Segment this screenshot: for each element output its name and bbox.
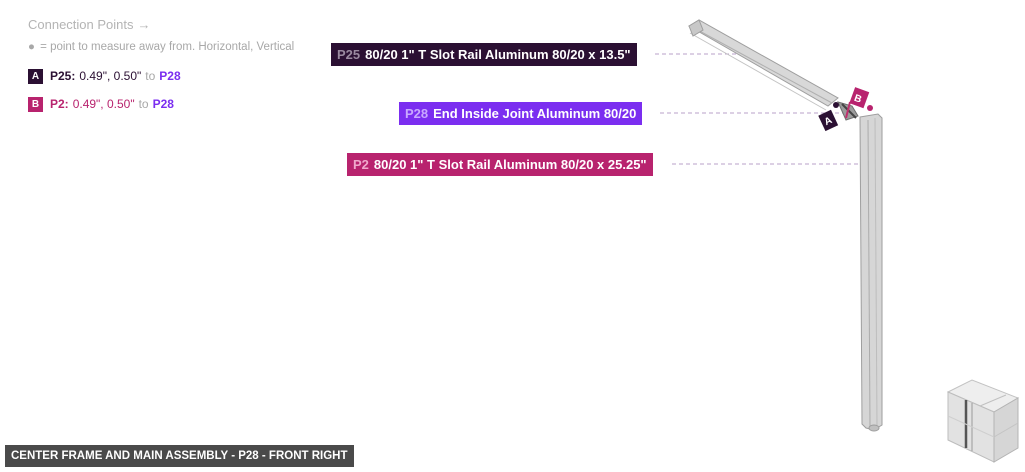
connection-marker-b[interactable]: B [849, 87, 873, 111]
connection-part: P2: [50, 97, 69, 111]
part-id: P28 [405, 106, 429, 121]
connection-row-a[interactable]: A P25: 0.49", 0.50" to P28 [28, 68, 181, 84]
marker-b-letter: B [853, 93, 864, 106]
assembly-step-label: CENTER FRAME AND MAIN ASSEMBLY - P28 - F… [5, 445, 354, 467]
part-label-p25[interactable]: P25 80/20 1" T Slot Rail Aluminum 80/20 … [331, 43, 637, 66]
connection-target: P28 [152, 97, 174, 111]
part-name: 80/20 1" T Slot Rail Aluminum 80/20 x 13… [365, 47, 631, 62]
connection-points-title-text: Connection Points [28, 17, 134, 32]
part-name: End Inside Joint Aluminum 80/20 [433, 106, 637, 121]
view-cube-icon[interactable] [946, 379, 1020, 463]
connection-target: P28 [159, 69, 181, 83]
badge-a: A [28, 68, 43, 84]
rail-p25[interactable] [688, 19, 839, 111]
connection-points-note-text: = point to measure away from. Horizontal… [40, 41, 295, 53]
connection-points-title[interactable]: Connection Points→ [28, 17, 151, 32]
connection-values: 0.49", 0.50" [79, 69, 142, 83]
connection-row-b[interactable]: B P2: 0.49", 0.50" to P28 [28, 96, 174, 112]
part-label-p2[interactable]: P2 80/20 1" T Slot Rail Aluminum 80/20 x… [347, 153, 653, 176]
part-id: P2 [353, 157, 369, 172]
dot-icon [833, 102, 839, 108]
dot-icon [867, 105, 873, 111]
part-label-p28[interactable]: P28 End Inside Joint Aluminum 80/20 [399, 102, 643, 125]
dot-icon: ● [28, 41, 35, 53]
connection-points-note: ● = point to measure away from. Horizont… [28, 41, 294, 53]
connection-values: 0.49", 0.50" [72, 97, 135, 111]
joint-p28[interactable] [837, 101, 859, 121]
marker-a-letter: A [823, 115, 834, 128]
connection-to: to [138, 97, 149, 111]
connection-to: to [145, 69, 156, 83]
connection-marker-a[interactable]: A [818, 102, 839, 132]
arrow-right-icon: → [137, 17, 151, 32]
part-name: 80/20 1" T Slot Rail Aluminum 80/20 x 25… [373, 157, 647, 172]
badge-b: B [28, 96, 43, 112]
part-id: P25 [337, 47, 361, 62]
rail-p2[interactable] [859, 113, 883, 432]
connection-part: P25: [50, 69, 76, 83]
